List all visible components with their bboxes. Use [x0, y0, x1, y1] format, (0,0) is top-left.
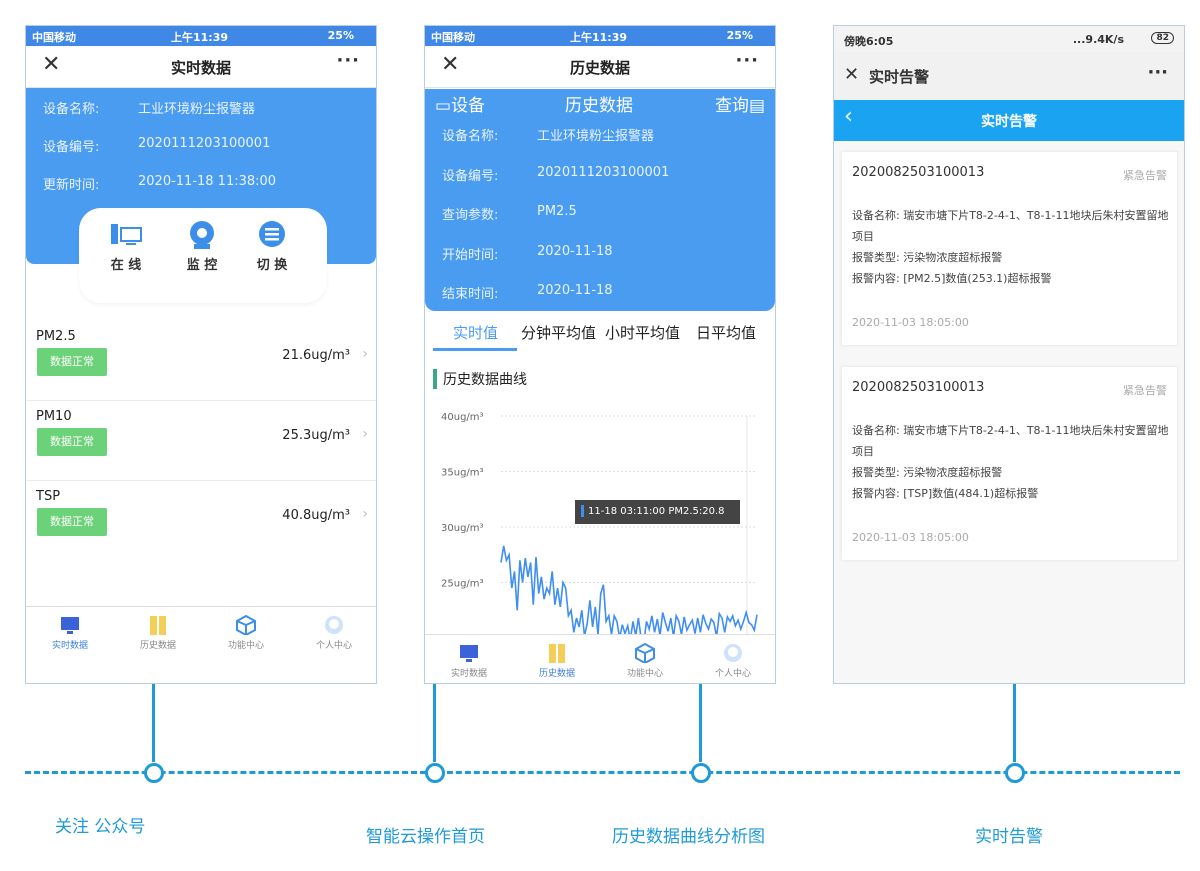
chevron-right-icon: ›: [362, 426, 368, 442]
y-tick-label: 35ug/m³: [441, 468, 484, 479]
cube-icon: [236, 615, 256, 635]
chevron-right-icon: ›: [362, 506, 368, 522]
tab-minute[interactable]: 分钟平均值: [521, 324, 597, 342]
user-avatar-icon: [724, 644, 742, 662]
action-card: 在 线 监 控 切 换: [79, 208, 327, 303]
chevron-right-icon: ›: [362, 346, 368, 362]
alarm-level: 紧急告警: [1123, 169, 1167, 182]
series-line-pm25: [500, 545, 758, 634]
phone-history-data: 中国移动 上午11:39 25% ✕ 历史数据 ··· ▭设备 历史数据 查询▤…: [424, 25, 776, 684]
back-icon[interactable]: ‹: [844, 104, 853, 129]
monitor-icon: [460, 645, 478, 662]
chart-tooltip: 11-18 03:11:00 PM2.5:20.8: [575, 500, 740, 524]
info-row: 更新时间:2020-11-18 11:38:00: [43, 174, 277, 193]
battery: 25%: [327, 29, 354, 42]
y-tick-label: 25ug/m³: [441, 579, 484, 590]
page-title: 实时数据: [170, 59, 231, 77]
timeline-node: [1005, 763, 1025, 783]
query-button[interactable]: 查询▤: [714, 96, 765, 116]
close-icon[interactable]: ✕: [844, 64, 860, 85]
info-row: 设备编号:2020111203100001: [43, 136, 271, 155]
close-icon[interactable]: ✕: [42, 52, 61, 77]
page-title: 历史数据: [569, 59, 630, 77]
search-doc-icon: ▤: [748, 96, 765, 116]
status-badge: 数据正常: [37, 428, 107, 456]
monitor-button[interactable]: 监 控: [177, 220, 227, 273]
computer-icon: [111, 224, 142, 245]
history-line-chart: 40ug/m³ 35ug/m³ 30ug/m³ 25ug/m³: [441, 412, 758, 634]
tab-hour[interactable]: 小时平均值: [605, 324, 681, 342]
section-title: 历史数据曲线: [433, 369, 527, 389]
more-icon[interactable]: ···: [336, 50, 360, 71]
panel-title: 历史数据: [565, 96, 633, 116]
tab-bar: 实时值 分钟平均值 小时平均值 日平均值: [425, 322, 775, 352]
nav-profile[interactable]: 个人中心: [290, 607, 376, 651]
status-badge: 数据正常: [37, 508, 107, 536]
status-badge: 数据正常: [37, 348, 107, 376]
nav-history[interactable]: 历史数据: [114, 607, 202, 651]
timeline-label: 智能云操作首页: [366, 827, 485, 847]
nav-history[interactable]: 历史数据: [513, 635, 601, 679]
bottom-nav: 实时数据 历史数据 功能中心 个人中心: [26, 606, 376, 666]
header-bar: ‹ 实时告警: [834, 100, 1184, 141]
title-bar: ✕ 历史数据 ···: [425, 46, 775, 88]
switch-button[interactable]: 切 换: [247, 220, 297, 273]
tab-realtime[interactable]: 实时值: [453, 324, 499, 342]
alarm-level: 紧急告警: [1123, 384, 1167, 397]
carrier: 中国移动: [32, 31, 76, 44]
more-icon[interactable]: ···: [1147, 62, 1168, 83]
phone-realtime-alarm: 傍晚6:05 ...9.4K/s 82 ✕ 实时告警 ··· ‹ 实时告警 20…: [833, 25, 1185, 684]
status-bar: 中国移动 上午11:39 25%: [425, 26, 775, 46]
nav-profile[interactable]: 个人中心: [689, 635, 775, 679]
monitor-icon: [61, 617, 79, 634]
timeline-node: [144, 763, 164, 783]
nav-realtime[interactable]: 实时数据: [425, 635, 513, 679]
clock: 上午11:39: [171, 31, 229, 44]
title-bar: ✕ 实时数据 ···: [26, 46, 376, 88]
timeline-label: 实时告警: [975, 827, 1043, 847]
books-icon: [150, 616, 166, 635]
online-button[interactable]: 在 线: [101, 220, 151, 273]
query-panel: ▭设备 历史数据 查询▤ 设备名称:工业环境粉尘报警器 设备编号:2020111…: [425, 89, 775, 311]
status-bar: 中国移动 上午11:39 25%: [26, 26, 376, 46]
nav-function[interactable]: 功能中心: [202, 607, 290, 651]
timeline-node: [425, 763, 445, 783]
y-tick-label: 30ug/m³: [441, 523, 484, 534]
bottom-nav: 实时数据 历史数据 功能中心 个人中心: [425, 634, 775, 683]
user-avatar-icon: [325, 616, 343, 634]
timeline-node: [691, 763, 711, 783]
device-button[interactable]: ▭设备: [435, 96, 486, 116]
info-row: 设备名称:工业环境粉尘报警器: [43, 102, 256, 117]
timeline-label: 历史数据曲线分析图: [612, 827, 765, 847]
timeline-label: 关注 公众号: [55, 817, 146, 837]
timeline: [25, 771, 1180, 774]
nav-realtime[interactable]: 实时数据: [26, 607, 114, 651]
tab-day[interactable]: 日平均值: [696, 324, 757, 342]
battery: 82: [1151, 32, 1174, 44]
cube-icon: [635, 643, 655, 663]
status-bar: 傍晚6:05 ...9.4K/s 82: [834, 26, 1184, 52]
switch-list-icon: [259, 221, 285, 247]
nav-function[interactable]: 功能中心: [601, 635, 689, 679]
books-icon: [549, 644, 565, 663]
close-icon[interactable]: ✕: [441, 52, 460, 77]
y-tick-label: 40ug/m³: [441, 412, 484, 423]
title-bar: ✕ 实时告警 ···: [834, 52, 1184, 100]
more-icon[interactable]: ···: [735, 50, 759, 71]
webcam-icon: [190, 221, 214, 249]
phone-realtime-data: 中国移动 上午11:39 25% ✕ 实时数据 ··· 设备名称:工业环境粉尘报…: [25, 25, 377, 684]
